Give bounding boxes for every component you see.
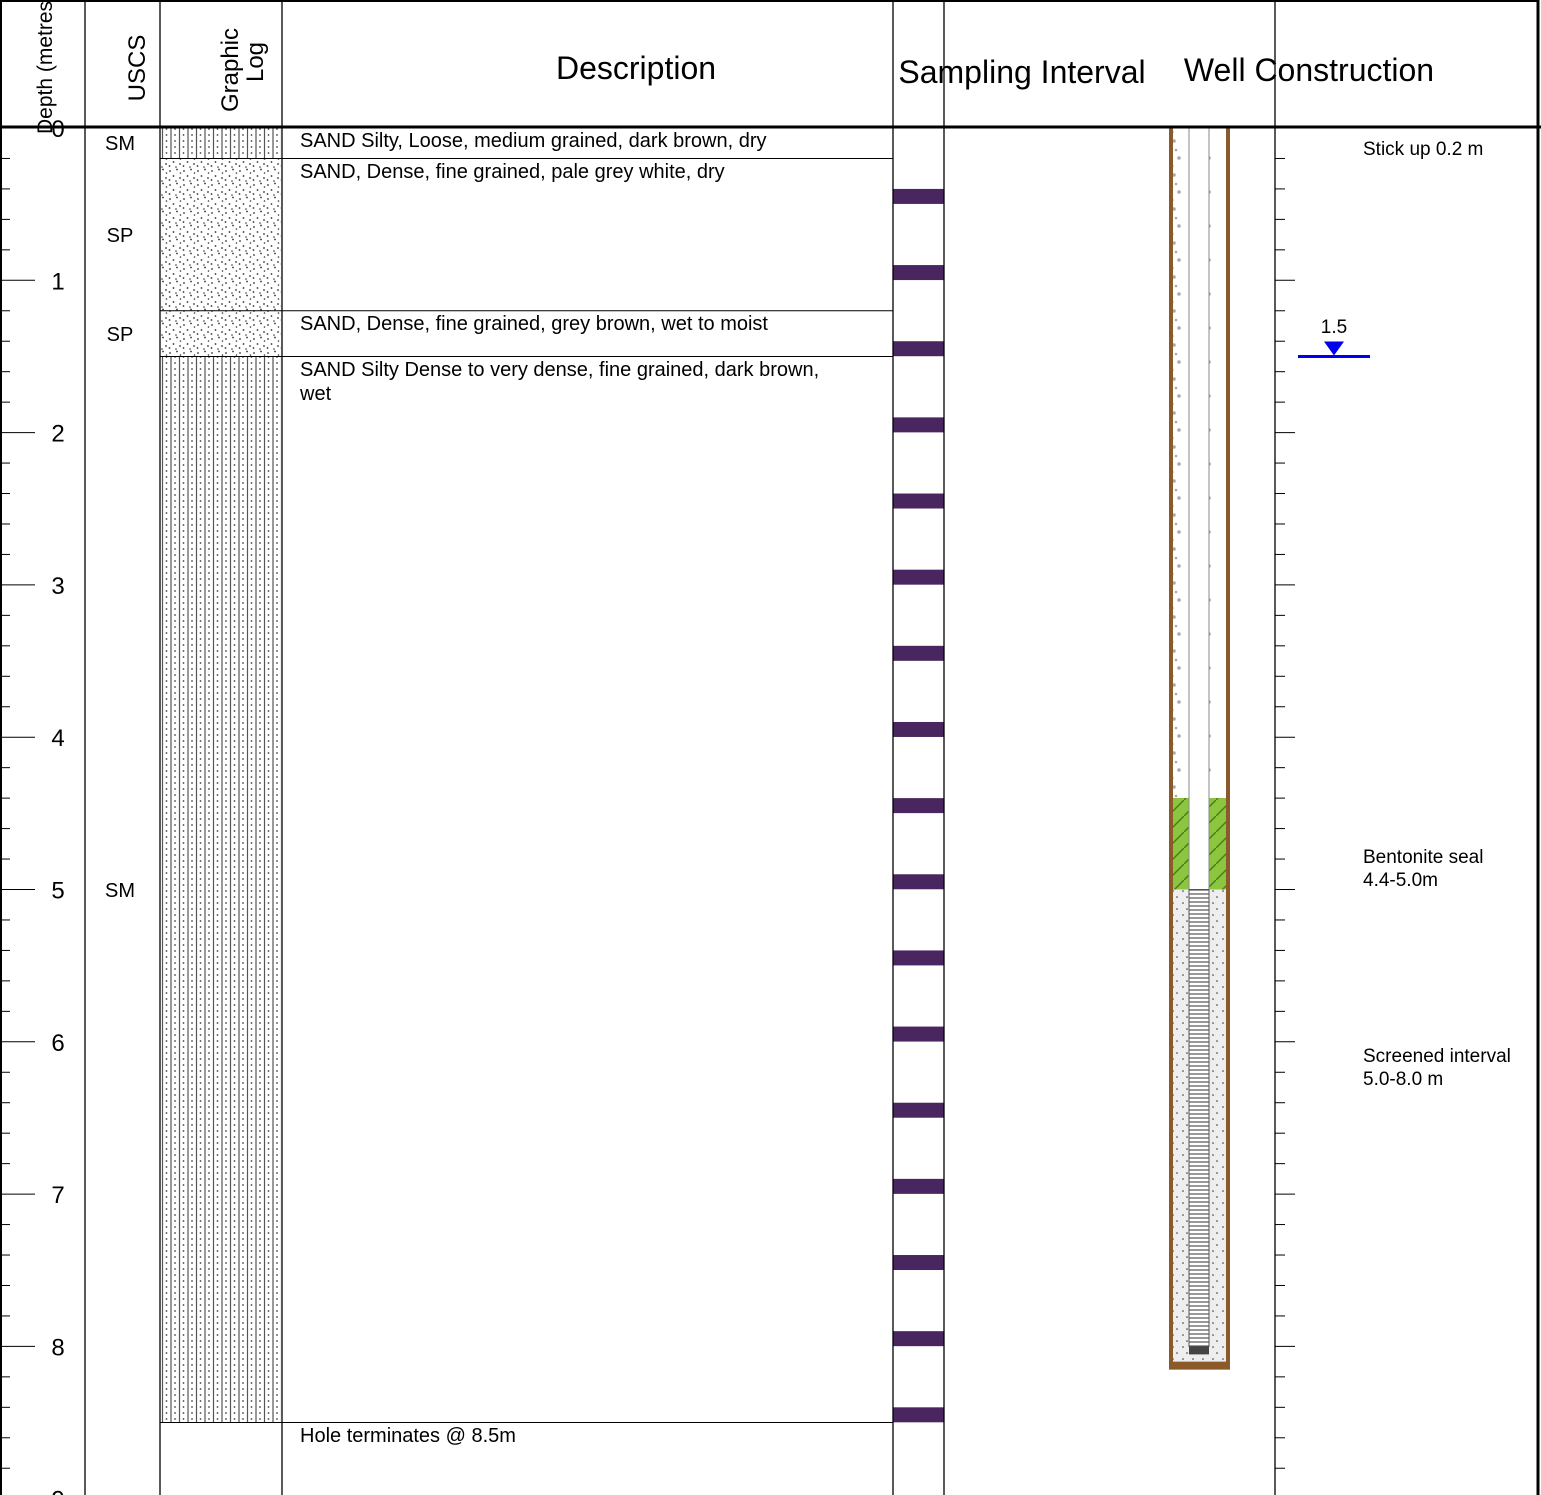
sample-bar	[893, 265, 944, 281]
sample-bar	[893, 798, 944, 814]
description-layer-2: SAND, Dense, fine grained, pale grey whi…	[300, 161, 725, 183]
sample-bar	[893, 721, 944, 737]
water-level-label: 1.5	[1321, 317, 1347, 338]
graphic-log-header-line2: Log	[242, 42, 269, 82]
description-layer-4-line2: wet	[299, 383, 332, 405]
uscs-header: USCS	[124, 35, 151, 102]
depth-label: 7	[51, 1182, 64, 1209]
sample-bar	[893, 1178, 944, 1194]
depth-label: 8	[51, 1334, 64, 1361]
bentonite-label-line1: Bentonite seal	[1363, 847, 1483, 868]
uscs-label-layer-1: SM	[105, 133, 135, 155]
sample-bar	[893, 1407, 944, 1423]
uscs-label-layer-2: SP	[107, 225, 134, 247]
well-riser-pipe	[1188, 127, 1210, 890]
well-construction-header: Well Construction	[1184, 52, 1434, 88]
depth-header: Depth (metres)	[34, 0, 57, 134]
depth-label: 2	[51, 421, 64, 448]
graphic-log-layer-3	[160, 310, 281, 357]
description-layer-1: SAND Silty, Loose, medium grained, dark …	[300, 130, 767, 152]
sample-bar	[893, 188, 944, 204]
graphic-log-layer-1	[160, 128, 281, 159]
depth-label: 4	[51, 725, 64, 752]
graphic-log-header-line1: Graphic	[217, 28, 244, 112]
bentonite-label-line2: 4.4-5.0m	[1363, 870, 1438, 891]
water-level-triangle	[1324, 341, 1344, 356]
well-end-cap	[1189, 1346, 1209, 1355]
depth-label: 0	[51, 116, 64, 143]
uscs-label-layer-4: SM	[105, 880, 135, 902]
depth-label: 3	[51, 573, 64, 600]
well-screen	[1188, 889, 1210, 1347]
graphic-log-layer-4	[160, 356, 281, 1423]
sample-bar	[893, 569, 944, 585]
stick-up-label: Stick up 0.2 m	[1363, 139, 1483, 160]
sample-bar	[893, 645, 944, 661]
sample-bar	[893, 1026, 944, 1042]
sample-bar	[893, 950, 944, 966]
depth-label: 1	[51, 268, 64, 295]
depth-label: 9	[51, 1487, 64, 1495]
screen-label-line2: 5.0-8.0 m	[1363, 1069, 1443, 1090]
sample-bar	[893, 1331, 944, 1347]
depth-label: 6	[51, 1030, 64, 1057]
depth-label: 5	[51, 878, 64, 905]
screen-label-line1: Screened interval	[1363, 1046, 1511, 1067]
description-layer-3: SAND, Dense, fine grained, grey brown, w…	[300, 313, 768, 335]
sample-bar	[893, 341, 944, 357]
sample-bar	[893, 493, 944, 509]
description-layer-4-line1: SAND Silty Dense to very dense, fine gra…	[300, 359, 819, 381]
sampling-interval-header: Sampling Interval	[898, 54, 1145, 90]
graphic-log-layer-2	[160, 158, 281, 311]
sample-bar	[893, 874, 944, 890]
termination-text: Hole terminates @ 8.5m	[300, 1425, 516, 1447]
sample-bar	[893, 1102, 944, 1118]
sample-bar	[893, 417, 944, 433]
sample-bar	[893, 1255, 944, 1271]
description-header: Description	[556, 50, 716, 86]
uscs-label-layer-3: SP	[107, 324, 134, 346]
